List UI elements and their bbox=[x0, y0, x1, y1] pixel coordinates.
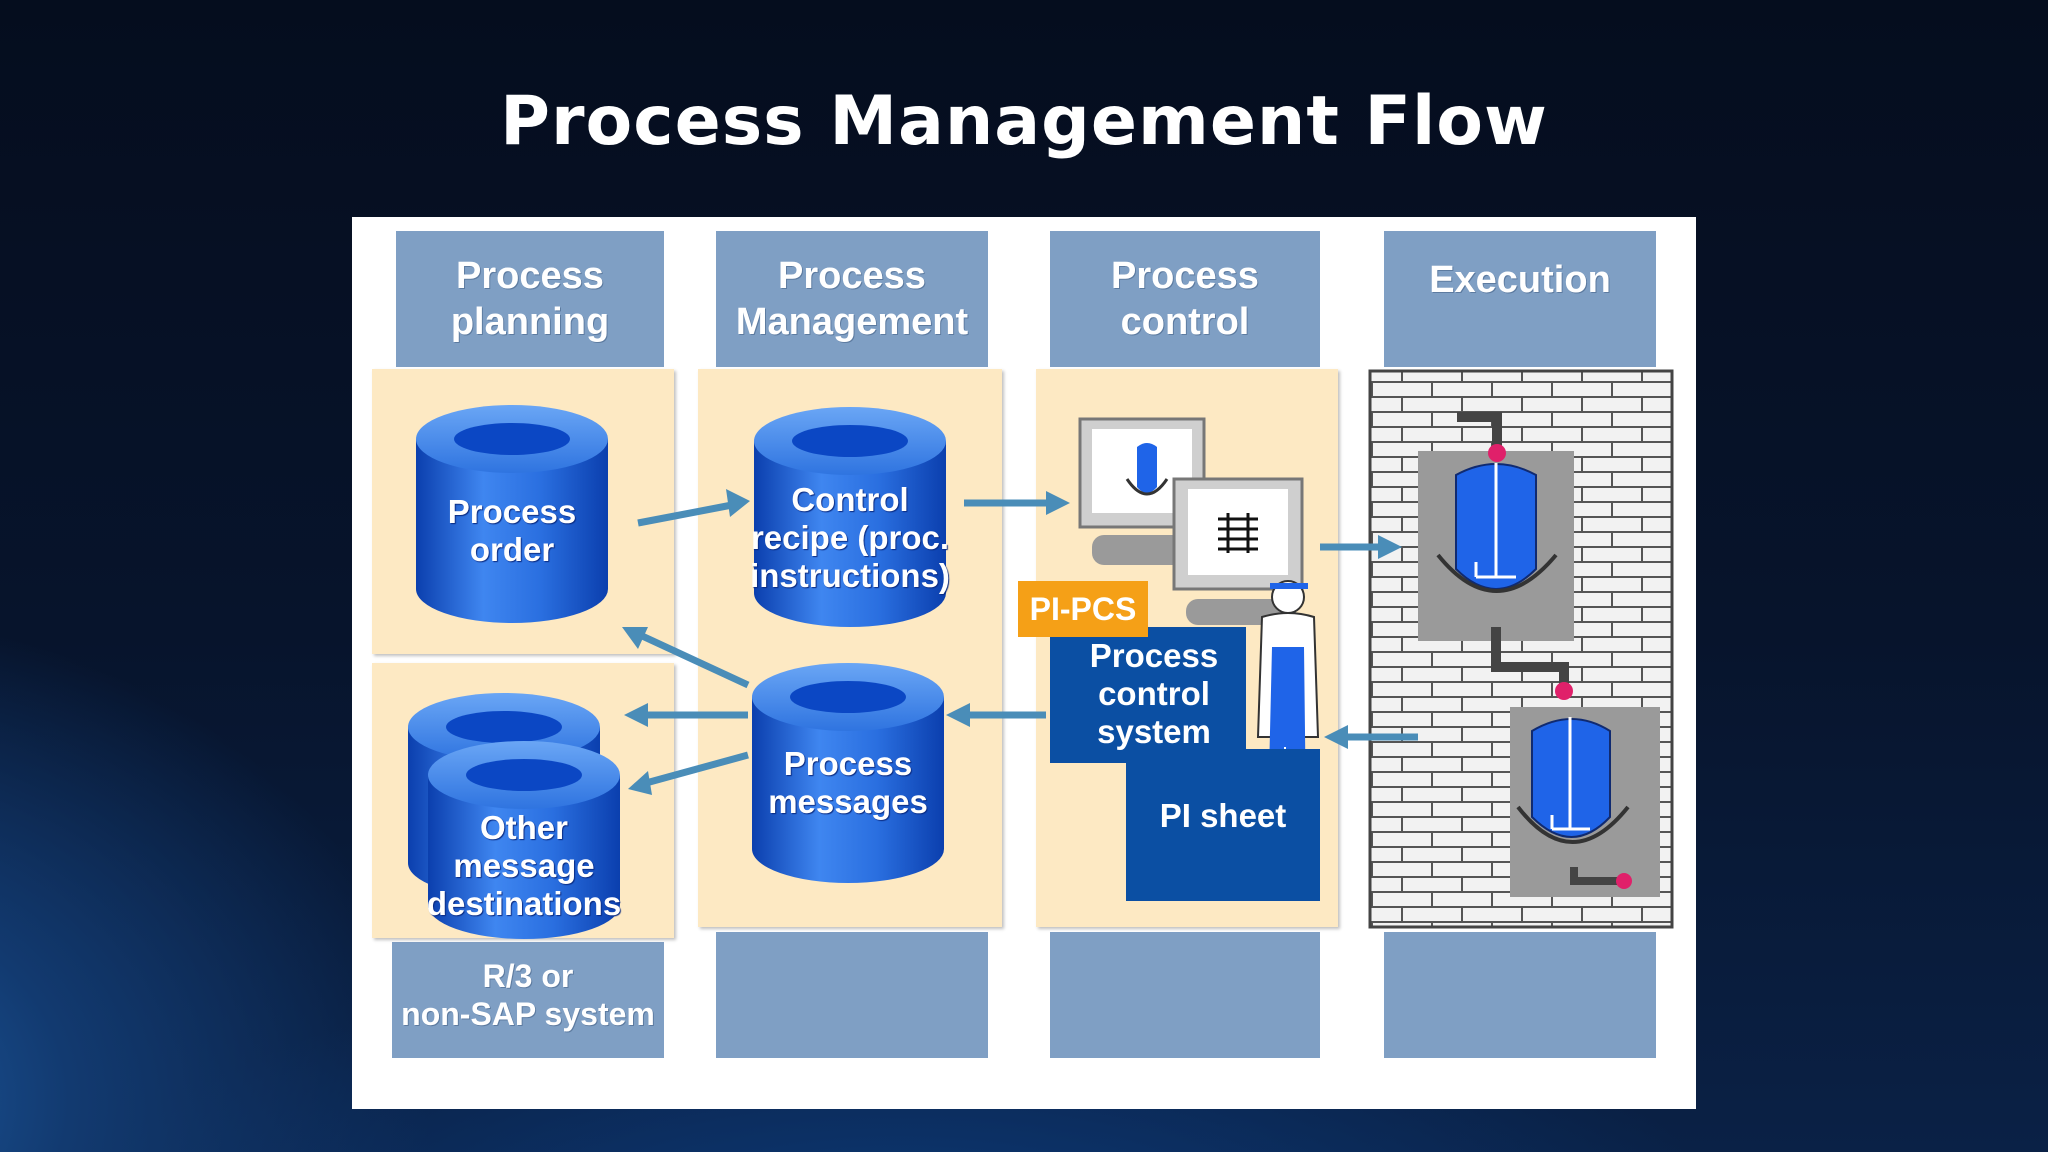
pi-pcs-badge: PI-PCS bbox=[1018, 581, 1148, 637]
pi-sheet-label: PI sheet bbox=[1159, 797, 1287, 834]
column-header-process-control: Process control bbox=[1050, 231, 1320, 367]
other-destinations-label: Other message destinations bbox=[426, 809, 622, 922]
database-cylinder-icon bbox=[754, 407, 946, 627]
column-header-process-planning: Process planning bbox=[396, 231, 664, 367]
control-recipe-label: Control recipe (proc. instructions) bbox=[750, 481, 950, 594]
column-footer-process-management bbox=[716, 932, 988, 1058]
computer-monitor-icon bbox=[1078, 417, 1206, 565]
reactor-vessel-icon bbox=[1510, 682, 1660, 897]
process-messages-label: Process messages bbox=[768, 745, 928, 820]
process-control-system-box bbox=[1050, 627, 1246, 763]
column-footer-process-control bbox=[1050, 932, 1320, 1058]
column-header-process-management: Process Management bbox=[716, 231, 988, 367]
diagram-panel: Process planning Process Management Proc… bbox=[352, 217, 1696, 1109]
reactor-vessel-icon bbox=[1418, 412, 1574, 687]
pi-sheet-box bbox=[1126, 749, 1320, 901]
database-cylinder-icon bbox=[416, 405, 608, 623]
flow-arrow-icon bbox=[622, 489, 1418, 795]
column-header-execution: Execution bbox=[1384, 231, 1656, 367]
database-cylinder-icon bbox=[752, 663, 944, 883]
column-footer-execution bbox=[1384, 932, 1656, 1058]
process-control-system-label: Process control system bbox=[1089, 637, 1219, 750]
database-cylinder-icon bbox=[428, 741, 620, 939]
process-order-label: Process order bbox=[447, 493, 577, 568]
diagram-graphics bbox=[408, 369, 1674, 939]
footer-label-system: R/3 or non-SAP system bbox=[401, 958, 655, 1032]
column-footer-process-planning bbox=[392, 942, 664, 1058]
computer-monitor-icon bbox=[1172, 477, 1304, 625]
slide-title: Process Management Flow bbox=[500, 82, 1548, 161]
